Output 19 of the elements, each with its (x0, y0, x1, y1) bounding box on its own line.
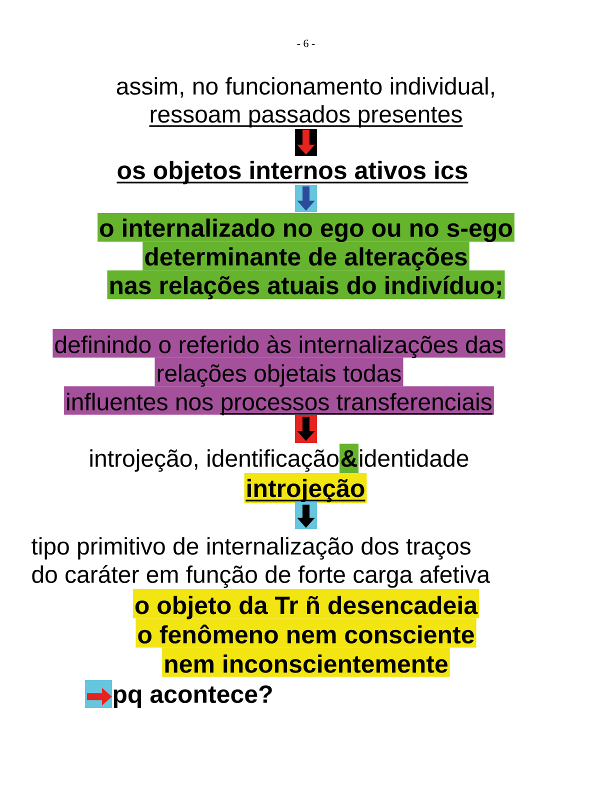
node-label: determinante de alterações nas relações atuais do indivíduo; (110, 247, 501, 300)
node-label: relações objetais todas (158, 364, 401, 387)
node-label: processos transferenciais (222, 392, 492, 416)
node-label: o objeto da Tr ñ desencadeia (135, 596, 478, 620)
sentence-text: introjeção, identificação (90, 449, 338, 472)
statement-text: assim, no funcionamento individual, ressoam passados presentes (116, 77, 494, 128)
highlighted-keyword: introjeção (244, 473, 367, 503)
highlighted-ampersand: & (340, 444, 359, 475)
highlighted-text-block: o internalizado no ego ou no s-ego determinante de alterações nas relações atuais do indivíduo; (98, 213, 514, 300)
highlighted-text-block: o objeto da Tr ñ desencadeia o fenômeno nem consciente nem inconscientemente (132, 589, 480, 677)
highlighted-text-block: definindo o referido às internalizações das relações objetais todas influentes nos processos transferenciais (52, 329, 506, 416)
page-number: - 6 - (297, 40, 315, 48)
node-label: o fenômeno nem consciente nem inconscientemente (138, 624, 474, 673)
statement-text: tipo primitivo de internalização dos traços do caráter em função de forte carga afetiva (32, 537, 490, 588)
sentence-text: identidade (360, 449, 468, 467)
node-label: influentes nos (67, 392, 213, 410)
node-label: o internalizado no ego ou no s-ego (100, 218, 512, 242)
underlined-heading: os objetos internos ativos ics (116, 160, 468, 184)
question-text: pq acontece? (114, 685, 272, 708)
